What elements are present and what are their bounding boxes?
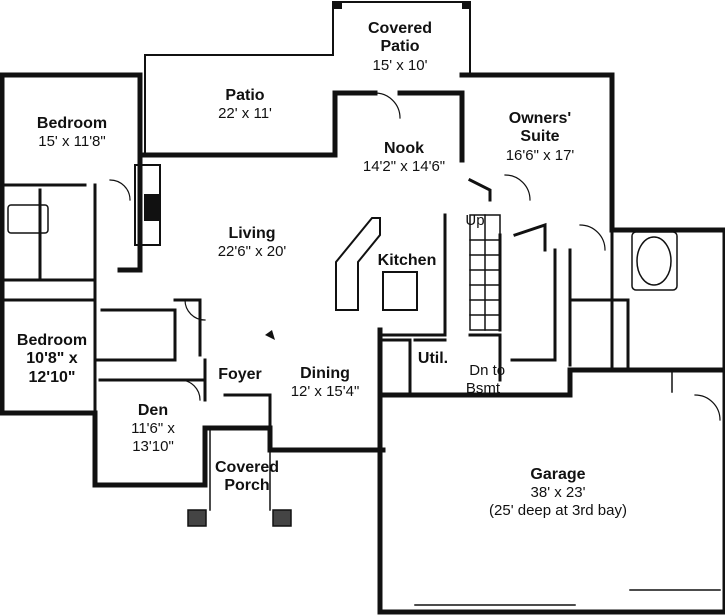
owners-suite-label: Owners' Suite 16'6" x 17'	[505, 110, 575, 164]
porch-posts	[187, 427, 292, 527]
garage-label: Garage 38' x 23' (25' deep at 3rd bay)	[489, 466, 627, 519]
garage-door-rails	[414, 371, 721, 606]
stairs-up-label: Up	[465, 212, 485, 229]
staircase	[469, 214, 501, 331]
stairs-down-label: Dn to Bsmt	[465, 362, 506, 397]
covered-patio-label: Covered Patio 15' x 10'	[367, 20, 433, 74]
nook-label: Nook 14'2" x 14'6"	[362, 140, 446, 176]
bedroom1-label: Bedroom 15' x 11'8"	[36, 115, 108, 151]
covered-porch-label: Covered Porch	[214, 459, 280, 495]
dining-label: Dining 12' x 15'4"	[290, 365, 360, 401]
den-label: Den 11'6" x 13'10"	[131, 402, 175, 455]
utility-label: Util.	[417, 350, 449, 367]
covered-patio-outline	[144, 1, 471, 156]
bathtub	[7, 204, 678, 291]
bedroom2-label: Bedroom 10'8" x 12'10"	[16, 332, 88, 386]
fireplace	[134, 164, 161, 246]
door-swings	[109, 92, 721, 421]
foyer-label: Foyer	[218, 366, 262, 383]
kitchen-label: Kitchen	[377, 252, 437, 269]
exterior-walls	[0, 72, 725, 615]
living-label: Living 22'6" x 20'	[217, 225, 287, 261]
patio-label: Patio 22' x 11'	[218, 87, 272, 123]
